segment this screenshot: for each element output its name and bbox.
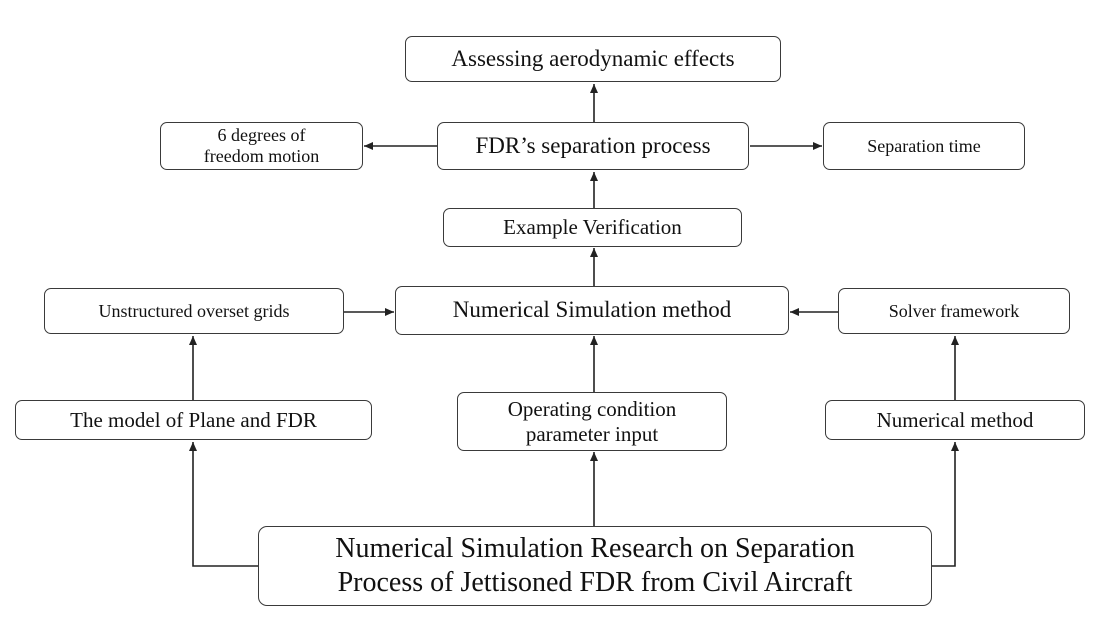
- node-separation-time: Separation time: [823, 122, 1025, 170]
- node-model-plane-and-fdr: The model of Plane and FDR: [15, 400, 372, 440]
- node-solver-framework: Solver framework: [838, 288, 1070, 334]
- node-example-verification: Example Verification: [443, 208, 742, 247]
- edge-research-to-model: [189, 442, 258, 567]
- node-assessing-aerodynamic-effects: Assessing aerodynamic effects: [405, 36, 781, 82]
- edge-research-to-nummethod: [932, 442, 959, 567]
- node-fdr-separation-process: FDR’s separation process: [437, 122, 749, 170]
- node-numerical-simulation-method: Numerical Simulation method: [395, 286, 789, 335]
- node-six-dof-motion: 6 degrees of freedom motion: [160, 122, 363, 170]
- node-unstructured-overset-grids: Unstructured overset grids: [44, 288, 344, 334]
- node-numerical-method: Numerical method: [825, 400, 1085, 440]
- node-operating-condition-input: Operating condition parameter input: [457, 392, 727, 451]
- node-research-title: Numerical Simulation Research on Separat…: [258, 526, 932, 606]
